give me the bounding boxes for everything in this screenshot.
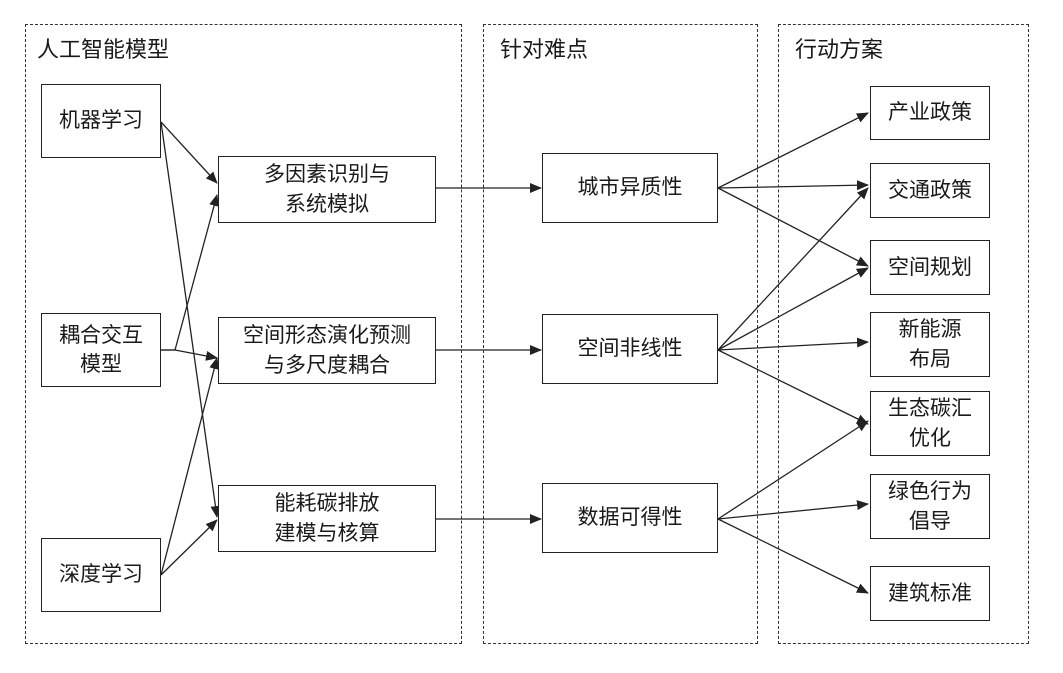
action-new-energy-layout: 新能源布局 (870, 312, 990, 377)
method-label: 机器学习 (59, 108, 143, 133)
task-label: 空间形态演化预测 (243, 323, 411, 348)
action-label: 生态碳汇 (888, 396, 972, 421)
action-label: 绿色行为 (888, 479, 972, 504)
task-label-line2: 与多尺度耦合 (264, 352, 390, 377)
action-label-line2: 布局 (909, 346, 951, 371)
arrow-nonlinearity-to-carbon-sink (717, 349, 869, 425)
action-label: 交通政策 (888, 177, 972, 202)
method-label: 深度学习 (59, 562, 143, 587)
task-carbon-accounting: 能耗碳排放建模与核算 (218, 485, 436, 552)
arrow-nonlinearity-to-spatial (717, 267, 869, 351)
difficulty-label: 城市异质性 (577, 175, 683, 200)
difficulty-label: 空间非线性 (577, 336, 683, 361)
task-label: 多因素识别与 (264, 162, 390, 187)
method-label: 耦合交互 (59, 322, 143, 347)
difficulty-urban-heterogeneity: 城市异质性 (542, 153, 718, 223)
method-deep-learning: 深度学习 (41, 538, 161, 612)
action-label: 建筑标准 (888, 580, 972, 605)
group-actions-title: 行动方案 (795, 38, 884, 63)
task-spatial-evolution: 空间形态演化预测与多尺度耦合 (218, 317, 436, 384)
group-ai-models-title: 人工智能模型 (37, 38, 170, 63)
arrow-dl-to-task3 (160, 519, 218, 576)
action-label: 空间规划 (888, 254, 972, 279)
method-label-line2: 模型 (80, 352, 122, 376)
group-ai-models (25, 24, 462, 644)
task-label: 能耗碳排放 (274, 491, 380, 516)
task-label-line2: 系统模拟 (285, 191, 369, 216)
action-building-standards: 建筑标准 (870, 566, 990, 621)
difficulty-label: 数据可得性 (577, 505, 683, 530)
action-carbon-sink-optimization: 生态碳汇优化 (870, 391, 990, 456)
arrow-heterogeneity-to-industry (717, 112, 869, 189)
group-difficulties-title: 针对难点 (500, 38, 589, 63)
action-green-behavior: 绿色行为倡导 (870, 474, 990, 539)
method-machine-learning: 机器学习 (41, 84, 161, 158)
arrow-dl-to-task2 (160, 357, 220, 576)
action-transport-policy: 交通政策 (870, 163, 990, 218)
action-industry-policy: 产业政策 (870, 86, 990, 140)
action-label-line2: 倡导 (909, 508, 951, 533)
task-label-line2: 建模与核算 (274, 520, 380, 545)
arrow-nonlinearity-to-transport (717, 187, 869, 351)
arrow-nonlinearity-to-energy (717, 337, 869, 351)
arrow-coupling-to-task2 (161, 349, 218, 361)
task-multifactor-simulation: 多因素识别与系统模拟 (218, 156, 436, 223)
difficulty-spatial-nonlinearity: 空间非线性 (542, 314, 718, 384)
arrow-data-to-carbon-sink (717, 420, 869, 520)
arrow-ml-to-task1 (160, 121, 218, 184)
method-coupling-model: 耦合交互模型 (41, 313, 161, 387)
arrow-data-to-building (717, 518, 869, 594)
group-actions (778, 24, 1029, 644)
arrow-heterogeneity-to-transport (717, 180, 869, 191)
group-difficulties (483, 24, 758, 644)
difficulty-data-availability: 数据可得性 (542, 483, 718, 553)
action-label: 新能源 (898, 317, 962, 342)
arrow-heterogeneity-to-spatial (717, 187, 869, 267)
arrow-ml-to-task3 (160, 121, 221, 518)
action-spatial-planning: 空间规划 (870, 240, 990, 295)
action-label-line2: 优化 (909, 425, 951, 450)
arrow-data-to-green (717, 500, 869, 520)
action-label: 产业政策 (888, 100, 972, 125)
